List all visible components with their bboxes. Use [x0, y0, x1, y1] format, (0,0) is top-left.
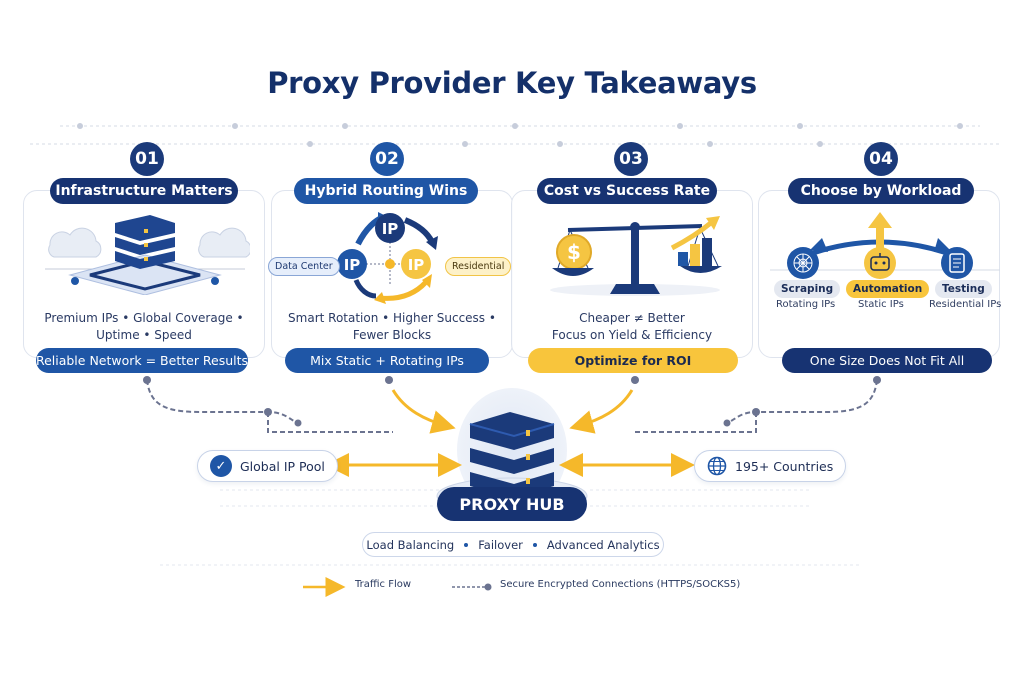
tag-residential: Residential — [445, 257, 512, 276]
description-line: Focus on Yield & Efficiency — [551, 328, 713, 342]
traffic-arrow-left — [391, 389, 456, 434]
step-number: 04 — [864, 142, 898, 176]
card-heading: Choose by Workload — [788, 178, 974, 204]
card-description: Cheaper ≠ Better Focus on Yield & Effici… — [518, 310, 746, 344]
workload-sub: Residential IPs — [929, 299, 1002, 310]
features-bar: Load Balancing Failover Advanced Analyti… — [362, 532, 664, 557]
balance-scale-icon: $ — [550, 216, 722, 296]
proxy-hub-label: PROXY HUB — [437, 487, 587, 521]
robot-icon — [864, 247, 896, 279]
pill-label: Global IP Pool — [240, 458, 325, 474]
step-number: 03 — [614, 142, 648, 176]
ip-rotation-icon: IP IP IP — [337, 212, 438, 304]
workload-label-automation: Automation — [846, 280, 930, 298]
card-heading: Infrastructure Matters — [50, 178, 238, 204]
description-line: Fewer Blocks — [352, 328, 432, 342]
card-footer: One Size Does Not Fit All — [782, 348, 992, 373]
checkmark-icon: ✓ — [210, 455, 232, 477]
feature-item: Advanced Analytics — [546, 537, 660, 552]
card-footer: Reliable Network = Better Results — [36, 348, 248, 373]
countries-pill: 195+ Countries — [694, 450, 847, 482]
feature-item: Load Balancing — [366, 537, 455, 552]
tag-data-center: Data Center — [268, 257, 340, 276]
card-description: Smart Rotation • Higher Success • Fewer … — [278, 310, 506, 344]
dollar-coin-icon: $ — [567, 240, 581, 264]
svg-text:IP: IP — [344, 256, 361, 274]
description-line: Smart Rotation • Higher Success • — [288, 311, 496, 325]
separator-dot — [532, 542, 537, 547]
global-ip-pool-pill: ✓ Global IP Pool — [197, 450, 338, 482]
workload-sub: Rotating IPs — [776, 299, 836, 310]
svg-text:IP: IP — [408, 256, 425, 274]
legend-traffic-flow: Traffic Flow — [355, 579, 412, 590]
traffic-arrow-right — [569, 389, 634, 434]
card-description: Premium IPs • Global Coverage • Uptime •… — [30, 310, 258, 344]
description-line: Uptime • Speed — [96, 328, 192, 342]
card-footer: Optimize for ROI — [528, 348, 738, 373]
description-line: Cheaper ≠ Better — [579, 311, 685, 325]
step-number: 02 — [370, 142, 404, 176]
workload-sub: Static IPs — [858, 299, 904, 310]
workload-branch-icon — [770, 212, 1000, 279]
workload-label-testing: Testing — [935, 280, 992, 298]
step-number: 01 — [130, 142, 164, 176]
description-line: Premium IPs • Global Coverage • — [44, 311, 244, 325]
circuit-nodes — [77, 123, 963, 147]
legend-secure-connections: Secure Encrypted Connections (HTTPS/SOCK… — [500, 579, 741, 590]
globe-icon — [707, 456, 727, 476]
workload-label-scraping: Scraping — [774, 280, 841, 298]
server-stack-icon — [45, 215, 250, 295]
separator-dot — [464, 542, 469, 547]
card-heading: Cost vs Success Rate — [537, 178, 717, 204]
pill-label: 195+ Countries — [735, 458, 834, 474]
page-title: Proxy Provider Key Takeaways — [267, 66, 757, 100]
card-heading: Hybrid Routing Wins — [294, 178, 478, 204]
svg-text:IP: IP — [382, 220, 399, 238]
secure-connection-lines — [146, 379, 878, 433]
card-footer: Mix Static + Rotating IPs — [285, 348, 489, 373]
feature-item: Failover — [478, 537, 523, 552]
